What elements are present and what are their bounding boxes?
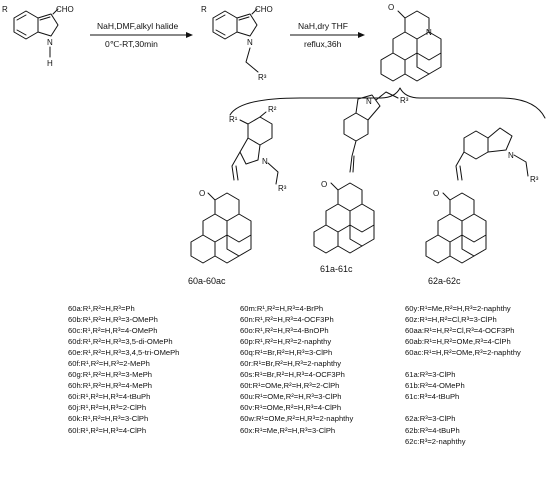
list-item: 60g:R¹,R²=H,R³=3-MePh [68, 370, 152, 380]
matrine-core-structure: O N [380, 3, 442, 82]
o-label: O [388, 3, 394, 12]
step1-reagents: NaH,DMF,alkyl halide [97, 21, 179, 31]
o-label-62: O [433, 189, 439, 198]
list-item: 60j:R¹,R²=H,R³=2-ClPh [68, 403, 147, 413]
list-item: 60s:R¹=Br,R²=H,R³=4-OCF3Ph [240, 370, 345, 380]
h-label: H [47, 59, 53, 68]
cho-label-2: CHO [255, 5, 273, 14]
list-item: 60m:R¹,R²=H,R³=4-BrPh [240, 304, 324, 313]
list-item: 60d:R¹,R²=H,R³=3,5-di-OMePh [68, 337, 173, 347]
list-item: 60q:R¹=Br,R²=H,R³=3-ClPh [240, 348, 333, 358]
product-bracket [229, 87, 546, 119]
list-item: 60o:R¹,R²=H,R³=4-BnOPh [240, 326, 329, 336]
n-label: N [47, 38, 53, 47]
family-61-label: 61a-61c [320, 264, 353, 274]
o-label-61: O [321, 180, 327, 189]
list-item: 60p:R¹,R²=H,R³=2-naphthy [240, 337, 332, 347]
list-item: 60ac:R¹=H,R²=OMe,R³=2-naphthy [405, 348, 521, 358]
n-alkyl-indole-aldehyde-structure: R CHO N R³ [201, 5, 273, 82]
n-label-core: N [426, 28, 432, 37]
n-label-2: N [247, 38, 253, 47]
family-62-label: 62a-62c [428, 276, 461, 286]
n-label-60: N [262, 157, 268, 166]
r3-label-62: R³ [530, 175, 539, 184]
list-item: 60b:R¹,R²=H,R³=3-OMePh [68, 315, 158, 325]
list-item: 62a:R³=3-ClPh [405, 414, 456, 424]
list-item: 60e:R¹,R²=H,R³=3,4,5-tri-OMePh [68, 348, 180, 358]
list-item: 60aa:R¹=H,R²=Cl,R³=4-OCF3Ph [405, 326, 515, 336]
list-item: 60ab:R¹=H,R²=OMe,R³=4-ClPh [405, 337, 511, 347]
r-label-2: R [201, 5, 207, 14]
cho-label: CHO [56, 5, 74, 14]
r3-label: R³ [258, 73, 267, 82]
list-item: 60a:R¹,R²=H,R³=Ph [68, 304, 135, 313]
family-60-label: 60a-60ac [188, 276, 226, 286]
list-item: 60t:R¹=OMe,R²=H,R³=2-ClPh [240, 381, 340, 391]
list-item: 60l:R¹,R²=H,R³=4-ClPh [68, 425, 147, 435]
r2-label: R² [268, 105, 277, 114]
n-label-61: N [366, 97, 372, 106]
step2-reagents: NaH,dry THF [298, 21, 348, 31]
list-item: 60z:R¹=H,R²=Cl,R³=3-ClPh [405, 315, 497, 325]
r-label: R [2, 5, 8, 14]
indole-aldehyde-structure: R CHO N H [2, 5, 74, 68]
substituent-list-col1: 60a:R¹,R²=H,R³=Ph 60b:R¹,R²=H,R³=3-OMePh… [68, 303, 179, 436]
list-item: 60r:R¹=Br,R²=H,R³=2-naphthy [240, 359, 342, 369]
reaction-arrow-1: NaH,DMF,alkyl halide 0℃-RT,30min [90, 21, 193, 49]
n-label-62: N [508, 151, 514, 160]
r3-label-61: R³ [400, 96, 409, 105]
list-item: 60w:R¹=OMe,R²=H,R³=2-naphthy [240, 414, 354, 424]
substituent-list-col2: 60m:R¹,R²=H,R³=4-BrPh 60n:R¹,R²=H,R³=4-O… [240, 303, 353, 436]
list-item: 62b:R³=4-tBuPh [405, 425, 460, 435]
list-item: 61a:R³=3-ClPh [405, 370, 456, 380]
list-item: 60u:R¹=OMe,R²=H,R³=3-ClPh [240, 392, 342, 402]
list-item: 60c:R¹,R²=H,R³=4-OMePh [68, 326, 158, 336]
list-item: 60k:R¹,R²=H,R³=3-ClPh [68, 414, 149, 424]
list-item [405, 358, 521, 369]
compound-62-structure: N R³ O 62a-62c [425, 127, 539, 286]
list-item: 60n:R¹,R²=H,R³=4-OCF3Ph [240, 315, 334, 325]
list-item: 61c:R³=4-tBuPh [405, 392, 460, 402]
o-label-60: O [199, 189, 205, 198]
r3-label-60: R³ [278, 184, 287, 193]
list-item: 62c:R³=2-naphthy [405, 436, 466, 446]
list-item: 60x:R¹=Me,R²=H,R³=3-ClPh [240, 425, 336, 435]
list-item: 60i:R¹,R²=H,R³=4-tBuPh [68, 392, 151, 402]
list-item [405, 402, 521, 413]
substituent-list-col3: 60y:R¹=Me,R²=H,R³=2-naphthy 60z:R¹=H,R²=… [405, 303, 521, 447]
step1-conditions: 0℃-RT,30min [105, 39, 158, 49]
list-item: 60f:R¹,R²=H,R³=2-MePh [68, 359, 150, 369]
step2-conditions: reflux,36h [304, 39, 342, 49]
list-item: 60v:R¹=OMe,R²=H,R³=4-ClPh [240, 403, 342, 413]
list-item: 60y:R¹=Me,R²=H,R³=2-naphthy [405, 304, 511, 313]
r1-label: R¹ [229, 115, 238, 124]
reaction-arrow-2: NaH,dry THF reflux,36h [290, 21, 365, 49]
list-item: 60h:R¹,R²=H,R³=4-MePh [68, 381, 152, 391]
list-item: 61b:R³=4-OMePh [405, 381, 465, 391]
compound-60-structure: R¹ R² N R³ O 60a-60ac [188, 105, 287, 286]
compound-61-structure: N R³ O 61a-61c [313, 91, 409, 274]
